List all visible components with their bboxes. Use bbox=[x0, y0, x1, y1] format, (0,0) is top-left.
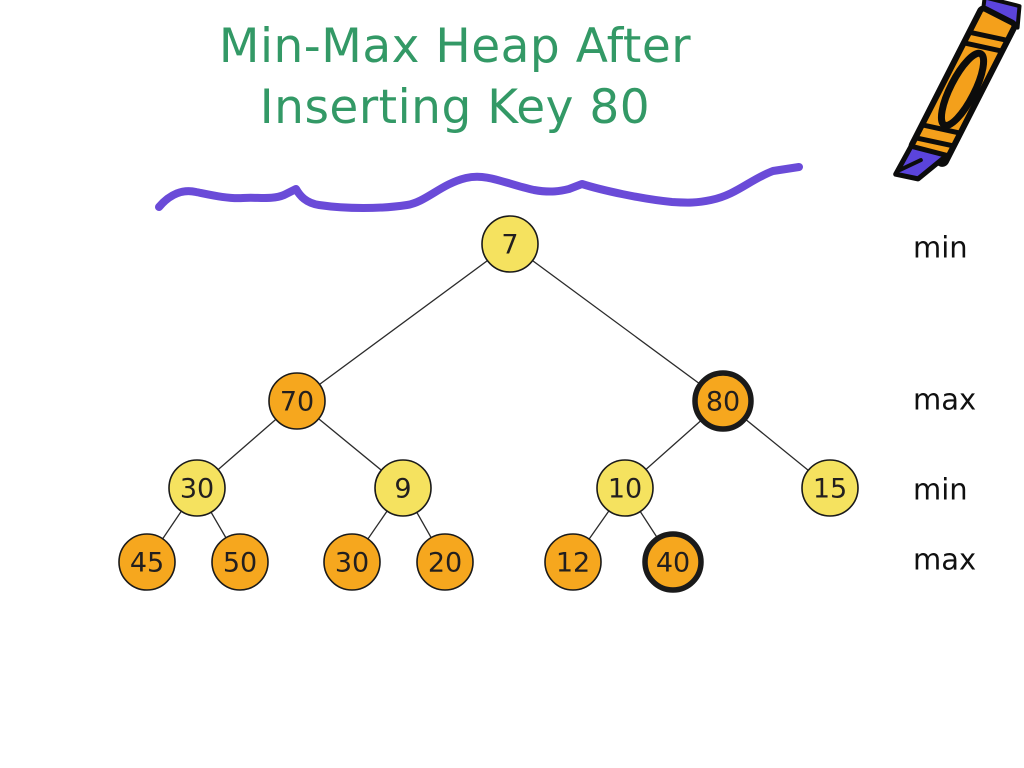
heap-node-30: 30 bbox=[323, 533, 381, 591]
heap-node-value: 12 bbox=[556, 548, 590, 579]
heap-node-value: 45 bbox=[130, 548, 164, 579]
page-title: Min-Max Heap After Inserting Key 80 bbox=[55, 16, 855, 138]
heap-level-label-min: min bbox=[913, 472, 968, 507]
tree-edge bbox=[509, 243, 724, 402]
heap-node-circle bbox=[642, 531, 704, 593]
heap-node-15: 15 bbox=[801, 459, 859, 517]
heap-node-10: 10 bbox=[596, 459, 654, 517]
squiggle-underline bbox=[155, 163, 803, 212]
heap-node-30: 30 bbox=[168, 459, 226, 517]
heap-node-45: 45 bbox=[118, 533, 176, 591]
heap-tree: 7 70 80 30 9 10 15 45 50 30 20 12 40 bbox=[118, 215, 859, 593]
heap-node-value: 20 bbox=[428, 548, 462, 579]
heap-node-12: 12 bbox=[544, 533, 602, 591]
tree-edge bbox=[296, 243, 511, 402]
heap-node-7: 7 bbox=[481, 215, 539, 273]
heap-node-9: 9 bbox=[374, 459, 432, 517]
heap-node-circle bbox=[481, 215, 539, 273]
heap-node-circle bbox=[801, 459, 859, 517]
heap-node-circle bbox=[596, 459, 654, 517]
heap-node-40: 40 bbox=[642, 531, 704, 593]
crayon-clipart-icon bbox=[893, 0, 1022, 182]
heap-node-value: 70 bbox=[280, 387, 314, 418]
heap-level-label-max: max bbox=[913, 382, 977, 417]
heap-node-value: 7 bbox=[501, 230, 518, 261]
heap-node-50: 50 bbox=[211, 533, 269, 591]
heap-node-70: 70 bbox=[268, 372, 326, 430]
heap-node-circle bbox=[416, 533, 474, 591]
heap-node-value: 9 bbox=[394, 474, 411, 505]
heap-node-value: 30 bbox=[335, 548, 369, 579]
heap-node-circle bbox=[544, 533, 602, 591]
title-line-1: Min-Max Heap After bbox=[218, 19, 692, 74]
heap-node-value: 10 bbox=[608, 474, 642, 505]
heap-node-20: 20 bbox=[416, 533, 474, 591]
heap-node-80: 80 bbox=[692, 370, 754, 432]
title-line-2: Inserting Key 80 bbox=[259, 80, 651, 136]
heap-node-circle bbox=[168, 459, 226, 517]
heap-node-value: 80 bbox=[706, 387, 740, 418]
heap-node-circle bbox=[268, 372, 326, 430]
heap-node-value: 40 bbox=[656, 548, 690, 579]
heap-level-label-max: max bbox=[913, 542, 977, 577]
heap-node-circle bbox=[692, 370, 754, 432]
heap-node-value: 30 bbox=[180, 474, 214, 505]
heap-node-circle bbox=[211, 533, 269, 591]
heap-node-value: 50 bbox=[223, 548, 257, 579]
heap-level-label-min: min bbox=[913, 230, 968, 265]
heap-node-circle bbox=[323, 533, 381, 591]
heap-node-circle bbox=[374, 459, 432, 517]
heap-node-value: 15 bbox=[813, 474, 847, 505]
heap-node-circle bbox=[118, 533, 176, 591]
